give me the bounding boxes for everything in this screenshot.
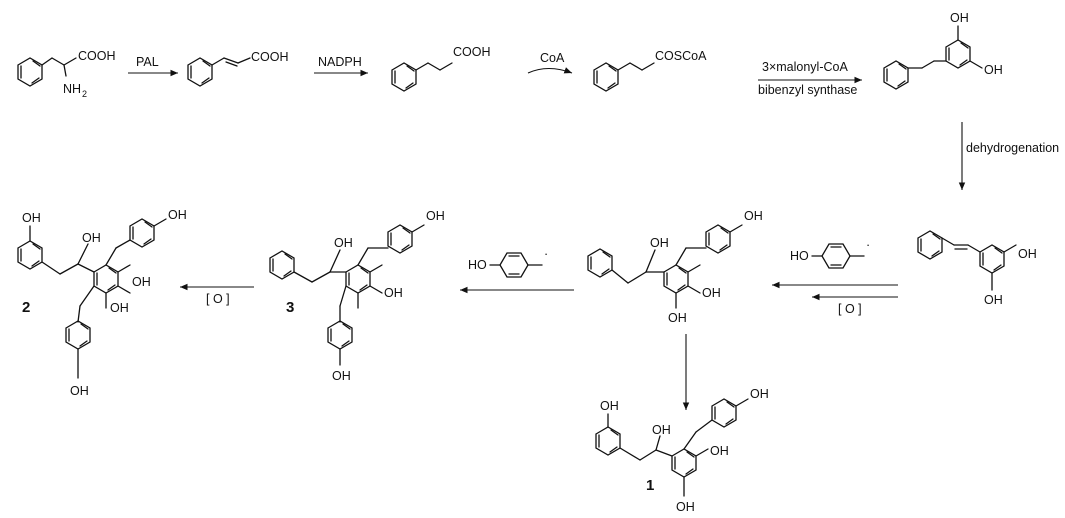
oh-label-stilbene-bottom: OH bbox=[984, 293, 1003, 307]
oh-label-bibenzyl-top: OH bbox=[950, 11, 969, 25]
oh-label-stilbene-right: OH bbox=[1018, 247, 1037, 261]
cooh-label: COOH bbox=[78, 49, 116, 63]
oh-label-c3-right: OH bbox=[384, 286, 403, 300]
hydroxybenzyl-radical-left: HO · bbox=[468, 247, 548, 278]
nh2-label: NH bbox=[63, 82, 81, 96]
ho-label-radical-right: HO bbox=[790, 249, 809, 263]
oh-label-c2-lower: OH bbox=[110, 301, 129, 315]
compound-3-structure: OH OH OH OH 3 bbox=[269, 209, 445, 383]
compound-3-number: 3 bbox=[286, 299, 294, 316]
radical-dot-left: · bbox=[544, 247, 548, 261]
oh-label-c2-right: OH bbox=[132, 275, 151, 289]
reagent-nadph: NADPH bbox=[318, 55, 362, 69]
stilbene-structure: OH OH bbox=[917, 230, 1037, 307]
oh-label-c2-meta: OH bbox=[22, 211, 41, 225]
cinnamic-acid-structure: COOH bbox=[187, 50, 289, 87]
intermediate-structure: OH OH OH OH bbox=[587, 209, 763, 325]
oh-label-c2-alcohol: OH bbox=[82, 231, 101, 245]
oh-label-intermediate-bottom: OH bbox=[668, 311, 687, 325]
compound-2-structure: OH OH OH OH OH OH 2 bbox=[17, 208, 187, 398]
oh-label-intermediate-phenol: OH bbox=[744, 209, 763, 223]
bibenzyl-structure: OH OH bbox=[883, 11, 1003, 90]
oh-label-intermediate-alcohol: OH bbox=[650, 236, 669, 250]
phenylpropanoyl-coa-structure: COSCoA bbox=[593, 49, 707, 92]
oh-label-c3-alcohol: OH bbox=[334, 236, 353, 250]
oh-label-c1-meta: OH bbox=[600, 399, 619, 413]
ho-label-radical-left: HO bbox=[468, 258, 487, 272]
reagent-oxidation-2: [ O ] bbox=[206, 292, 230, 306]
oh-label-intermediate-right: OH bbox=[702, 286, 721, 300]
oh-label-c1-alcohol: OH bbox=[652, 423, 671, 437]
reagent-oxidation-1: [ O ] bbox=[838, 302, 862, 316]
compound-2-number: 2 bbox=[22, 299, 30, 316]
oh-label-bibenzyl-right: OH bbox=[984, 63, 1003, 77]
reagent-malonyl: 3×malonyl-CoA bbox=[762, 60, 848, 74]
compound-1-number: 1 bbox=[646, 477, 654, 494]
phenylpropanoic-acid-structure: COOH bbox=[391, 45, 491, 92]
oh-label-c1-bottom: OH bbox=[676, 500, 695, 514]
compound-1-structure: OH OH OH OH OH 1 bbox=[595, 387, 769, 514]
oh-label-c1-right: OH bbox=[710, 444, 729, 458]
cooh-label-2: COOH bbox=[251, 50, 289, 64]
cooh-label-3: COOH bbox=[453, 45, 491, 59]
arrow-coa bbox=[527, 67, 573, 74]
oh-label-c3-top-phenol: OH bbox=[426, 209, 445, 223]
phenylalanine-structure: COOH NH 2 bbox=[17, 49, 116, 99]
radical-dot-right: · bbox=[866, 238, 870, 252]
reagent-dehydrogenation: dehydrogenation bbox=[966, 141, 1059, 155]
reagent-coa: CoA bbox=[540, 51, 565, 65]
reagent-pal: PAL bbox=[136, 55, 159, 69]
oh-label-c1-top-phenol: OH bbox=[750, 387, 769, 401]
reagent-synthase: bibenzyl synthase bbox=[758, 83, 857, 97]
nh2-subscript: 2 bbox=[82, 89, 87, 99]
oh-label-c2-bottom-phenol: OH bbox=[70, 384, 89, 398]
hydroxybenzyl-radical-right: HO · bbox=[790, 238, 870, 269]
oh-label-c3-bottom-phenol: OH bbox=[332, 369, 351, 383]
coscoa-label: COSCoA bbox=[655, 49, 707, 63]
oh-label-c2-top-phenol: OH bbox=[168, 208, 187, 222]
